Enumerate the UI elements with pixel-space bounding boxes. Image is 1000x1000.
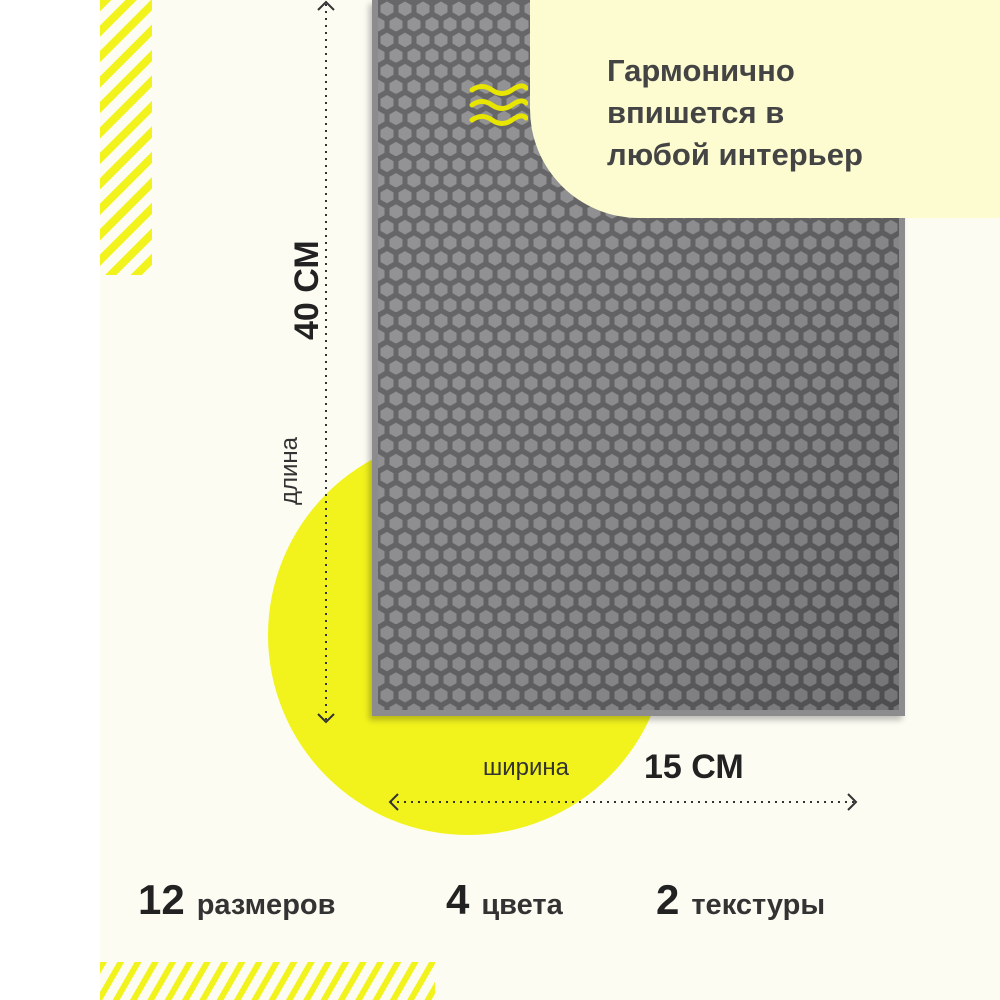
width-value: 15 СМ xyxy=(644,748,744,786)
vertical-dotted-arrow-icon xyxy=(317,0,335,724)
stat-colors: 4 цвета xyxy=(446,876,563,924)
stripes-top-left-decoration xyxy=(100,0,152,275)
feature-bubble xyxy=(530,0,1000,218)
stat-number: 4 xyxy=(446,876,470,923)
length-value: 40 СМ xyxy=(288,240,326,340)
stat-label: цвета xyxy=(481,889,563,921)
stat-label: размеров xyxy=(196,889,336,921)
length-label: длина xyxy=(276,436,303,505)
wave-lines-icon xyxy=(469,83,528,126)
bubble-text: Гармонично впишется в любой интерьер xyxy=(607,53,863,172)
width-label: ширина xyxy=(483,754,570,781)
horizontal-dotted-arrow-icon xyxy=(388,793,858,811)
stat-number: 12 xyxy=(138,876,185,923)
stat-number: 2 xyxy=(656,876,680,923)
stats-row: 12 размеров 4 цвета 2 текстуры xyxy=(0,876,1000,926)
stat-sizes: 12 размеров xyxy=(138,876,335,924)
stat-textures: 2 текстуры xyxy=(656,876,825,924)
stat-label: текстуры xyxy=(691,889,826,921)
stripes-bottom-left-decoration xyxy=(100,962,435,1000)
